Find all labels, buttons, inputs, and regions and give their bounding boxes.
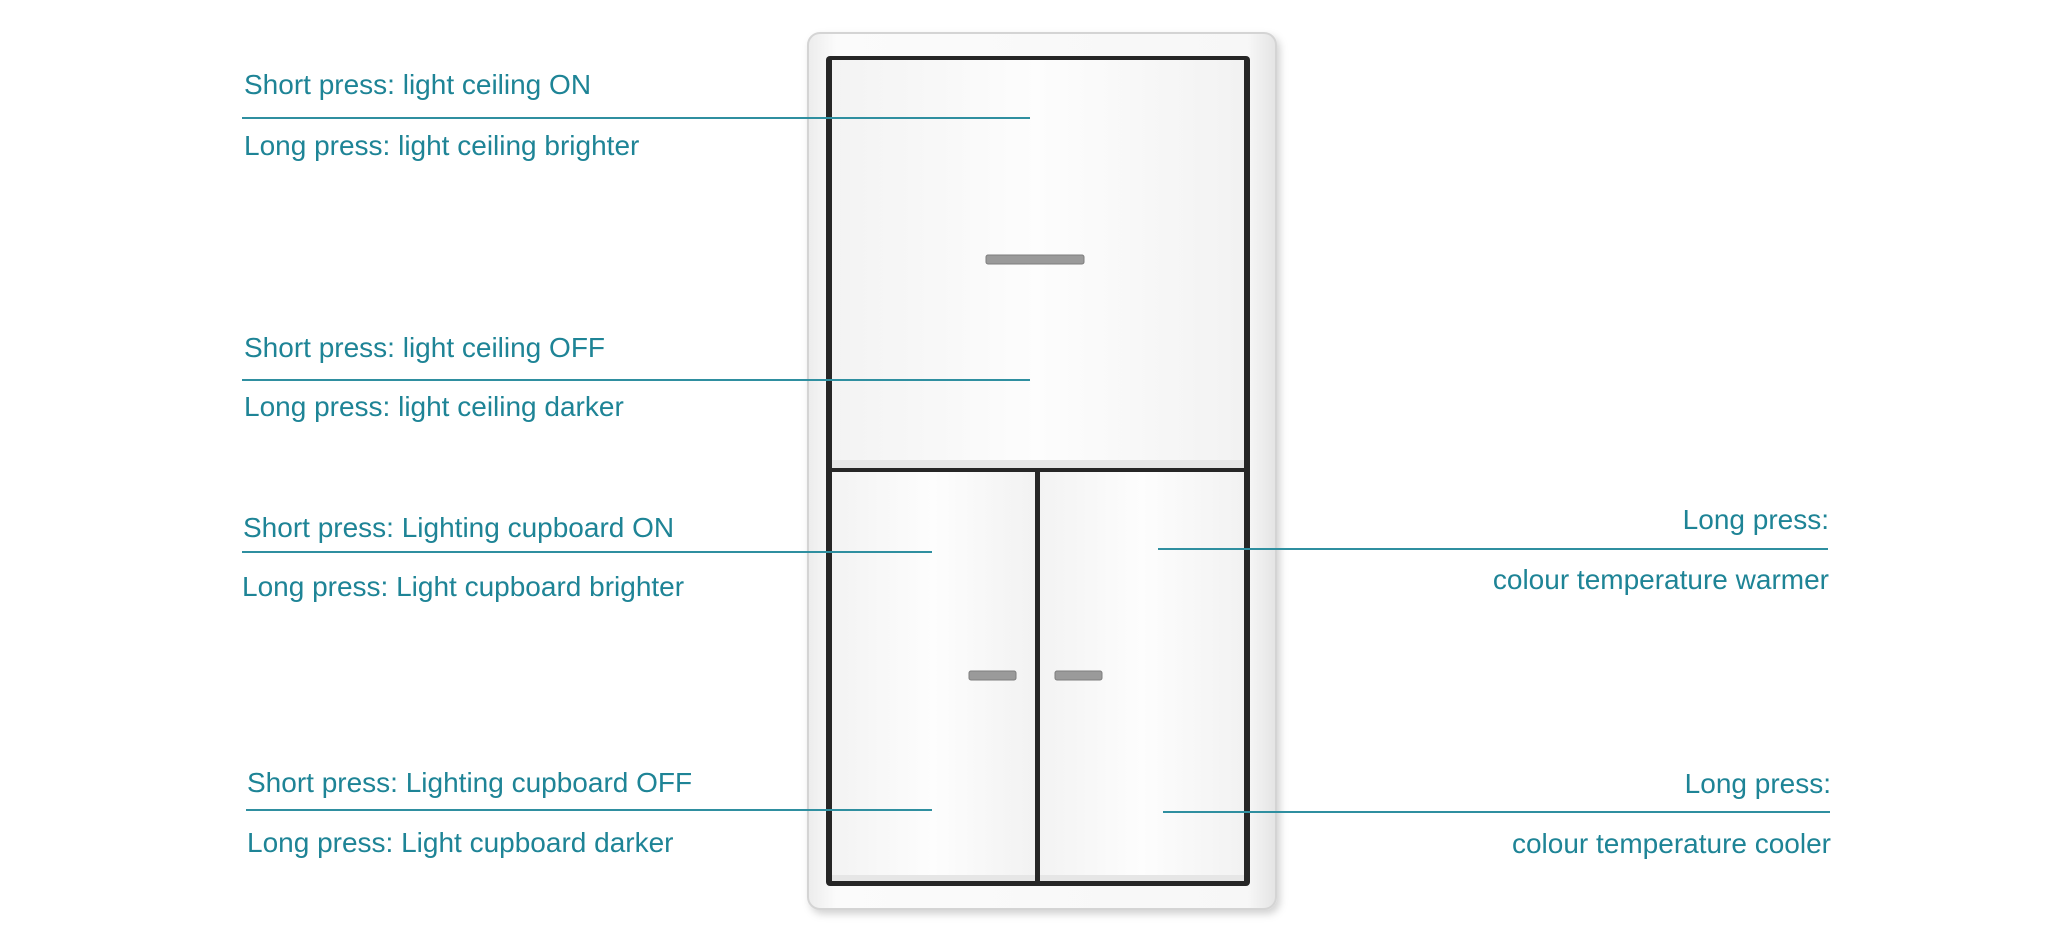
label-right-bottom-line1: Long press: [1684, 768, 1831, 799]
label-left-bottom-short: Short press: Lighting cupboard OFF [247, 767, 693, 798]
leader-line-upper-top [242, 117, 1030, 119]
lower-left-indicator [968, 670, 1017, 681]
label-right-top-line1: Long press: [1682, 504, 1829, 535]
label-upper-top-short: Short press: light ceiling ON [244, 69, 592, 100]
label-upper-bottom-long: Long press: light ceiling darker [244, 391, 624, 422]
label-upper-top-long: Long press: light ceiling brighter [244, 130, 640, 161]
leader-line-right-top [1158, 548, 1828, 550]
lower-right-rocker[interactable] [1040, 472, 1244, 881]
leader-line-upper-bottom [242, 379, 1030, 381]
lower-right-indicator [1054, 670, 1103, 681]
leader-line-left-bottom [246, 809, 932, 811]
upper-rocker[interactable] [832, 60, 1244, 468]
upper-rocker-indicator [985, 254, 1085, 265]
label-left-top-long: Long press: Light cupboard brighter [242, 571, 685, 602]
lower-left-rocker[interactable] [832, 472, 1035, 881]
leader-line-right-bottom [1163, 811, 1830, 813]
label-upper-bottom-short: Short press: light ceiling OFF [244, 332, 606, 363]
leader-line-left-top [242, 551, 932, 553]
label-right-bottom-line2: colour temperature cooler [1511, 828, 1831, 859]
label-left-top-short: Short press: Lighting cupboard ON [243, 512, 675, 543]
label-left-bottom-long: Long press: Light cupboard darker [247, 827, 674, 858]
label-right-top-line2: colour temperature warmer [1492, 564, 1829, 595]
